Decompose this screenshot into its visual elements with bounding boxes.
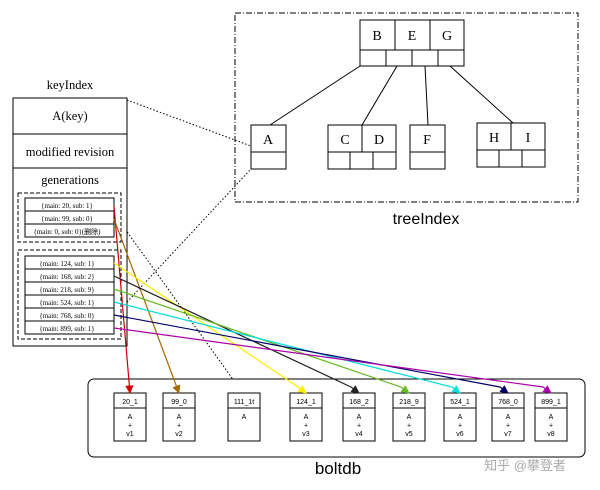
root-key-e: E [408,29,417,44]
record-key: 111_1t [234,399,254,406]
key-index-title: keyIndex [47,78,94,92]
arrow-to-168_2 [113,275,360,394]
leaf-key-i: I [526,131,531,146]
revision-arrows [113,205,552,394]
boltdb-label: boltdb [315,459,361,478]
record-value-line: A [357,414,362,421]
tombstone-link [114,214,243,393]
record-value-line: A [506,414,511,421]
arrow-to-124_1 [113,262,307,394]
tree-index-label: treeIndex [393,211,460,228]
record-value-line: v5 [405,431,413,438]
boltdb-record-124_1: 124_1A +v3 [289,392,323,442]
revision-768-0: {main: 768, sub: 0} [39,312,94,320]
tree-leaf-hi: H I [476,122,546,168]
key-index: keyIndex A(key) modified revision genera… [12,78,128,347]
boltdb-record-899_1: 899_1A +v8 [534,392,568,442]
record-value-line: + [458,423,462,430]
root-key-g: G [442,29,452,44]
revision-99-0: {main: 99, sub: 0} [41,215,93,223]
record-value-line: A [242,414,247,421]
leaf-to-generations-link [126,168,252,303]
record-value-line: v7 [504,431,512,438]
arrow-to-768_0 [113,314,509,394]
tree-index: B E G A C D F [234,12,579,228]
leaf-key-c: C [340,133,349,148]
generations-label: generations [41,173,99,187]
record-value-line: + [304,423,308,430]
record-key: 899_1 [541,399,561,406]
generation-1-frame [17,192,122,243]
leaf-key-f: F [423,133,431,148]
record-value-line: A [549,414,554,421]
leaf-key-a: A [263,133,274,148]
boltdb-record-524_1: 524_1A +v6 [443,392,477,442]
record-value-line: v2 [175,431,183,438]
tree-leaf-a: A [250,124,287,170]
record-key: 218_9 [399,399,419,406]
revision-20-1: {main: 20, sub: 1} [41,202,93,210]
arrow-to-20_1 [113,205,134,394]
leaf-key-h: H [489,131,499,146]
record-value-line: A [177,414,182,421]
boltdb-record-111_1t: 111_1tA [227,392,261,442]
record-key: 124_1 [296,399,316,406]
record-value-line: v6 [456,431,464,438]
record-value-line: A [407,414,412,421]
arrow-to-899_1 [113,327,552,394]
revision-218-9: {main: 218, sub: 9} [39,286,94,294]
generation-2: {main: 124, sub: 1} {main: 168, sub: 2} … [24,255,115,335]
record-value-line: v4 [355,431,363,438]
record-key: 768_0 [498,399,518,406]
record-value-line: A [458,414,463,421]
revision-124-1: {main: 124, sub: 1} [39,260,94,268]
record-value-line: v8 [547,431,555,438]
record-value-line: A [304,414,309,421]
record-value-line: v1 [126,431,134,438]
modified-revision-label: modified revision [26,145,115,159]
arrow-to-99_0 [113,218,181,394]
record-value-line: + [177,423,181,430]
record-value-line: + [549,423,553,430]
tree-edge-a [269,65,361,126]
boltdb-record-168_2: 168_2A +v4 [342,392,376,442]
record-value-line: + [407,423,411,430]
revision-524-1: {main: 524, sub: 1} [39,299,94,307]
boltdb-records: 20_1A+v199_0A+v2111_1tA124_1A+v3168_2A+v… [113,392,568,442]
generation-1: {main: 20, sub: 1} {main: 99, sub: 0} {m… [24,197,115,238]
tree-edge-hi [449,65,514,124]
tree-edge-f [424,65,429,126]
revision-168-2: {main: 168, sub: 2} [39,273,94,281]
tree-index-frame [234,12,579,203]
record-value-line: + [506,423,510,430]
keyindex-to-leaf-link [126,99,252,147]
tree-leaf-f: F [409,124,446,170]
record-value-line: v3 [302,431,310,438]
tree-root-node: B E G [359,19,465,67]
record-key: 168_2 [349,399,369,406]
key-label: A(key) [52,109,87,123]
root-key-b: B [372,29,381,44]
leaf-key-d: D [374,133,384,148]
record-value-line: + [128,423,132,430]
tree-edge-cd [361,65,398,126]
record-key: 20_1 [122,399,138,406]
record-key: 524_1 [450,399,470,406]
record-key: 99_0 [171,399,187,406]
tree-leaf-cd: C D [327,124,397,170]
watermark: 知乎 @攀登者 [484,458,566,473]
arrow-to-524_1 [113,301,461,394]
record-value-line: + [357,423,361,430]
revision-0-0-deleted: {main: 0, sub: 0}(删除) [34,227,102,236]
arrow-to-218_9 [113,288,410,394]
boltdb-record-20_1: 20_1A +v1 [113,392,147,442]
boltdb-record-99_0: 99_0A +v2 [162,392,196,442]
revision-899-1: {main: 899, sub: 1} [39,325,94,333]
boltdb-record-768_0: 768_0A +v7 [491,392,525,442]
boltdb: 20_1A+v199_0A+v2111_1tA124_1A+v3168_2A+v… [87,378,586,478]
record-value-line: A [128,414,133,421]
boltdb-record-218_9: 218_9A +v5 [392,392,426,442]
